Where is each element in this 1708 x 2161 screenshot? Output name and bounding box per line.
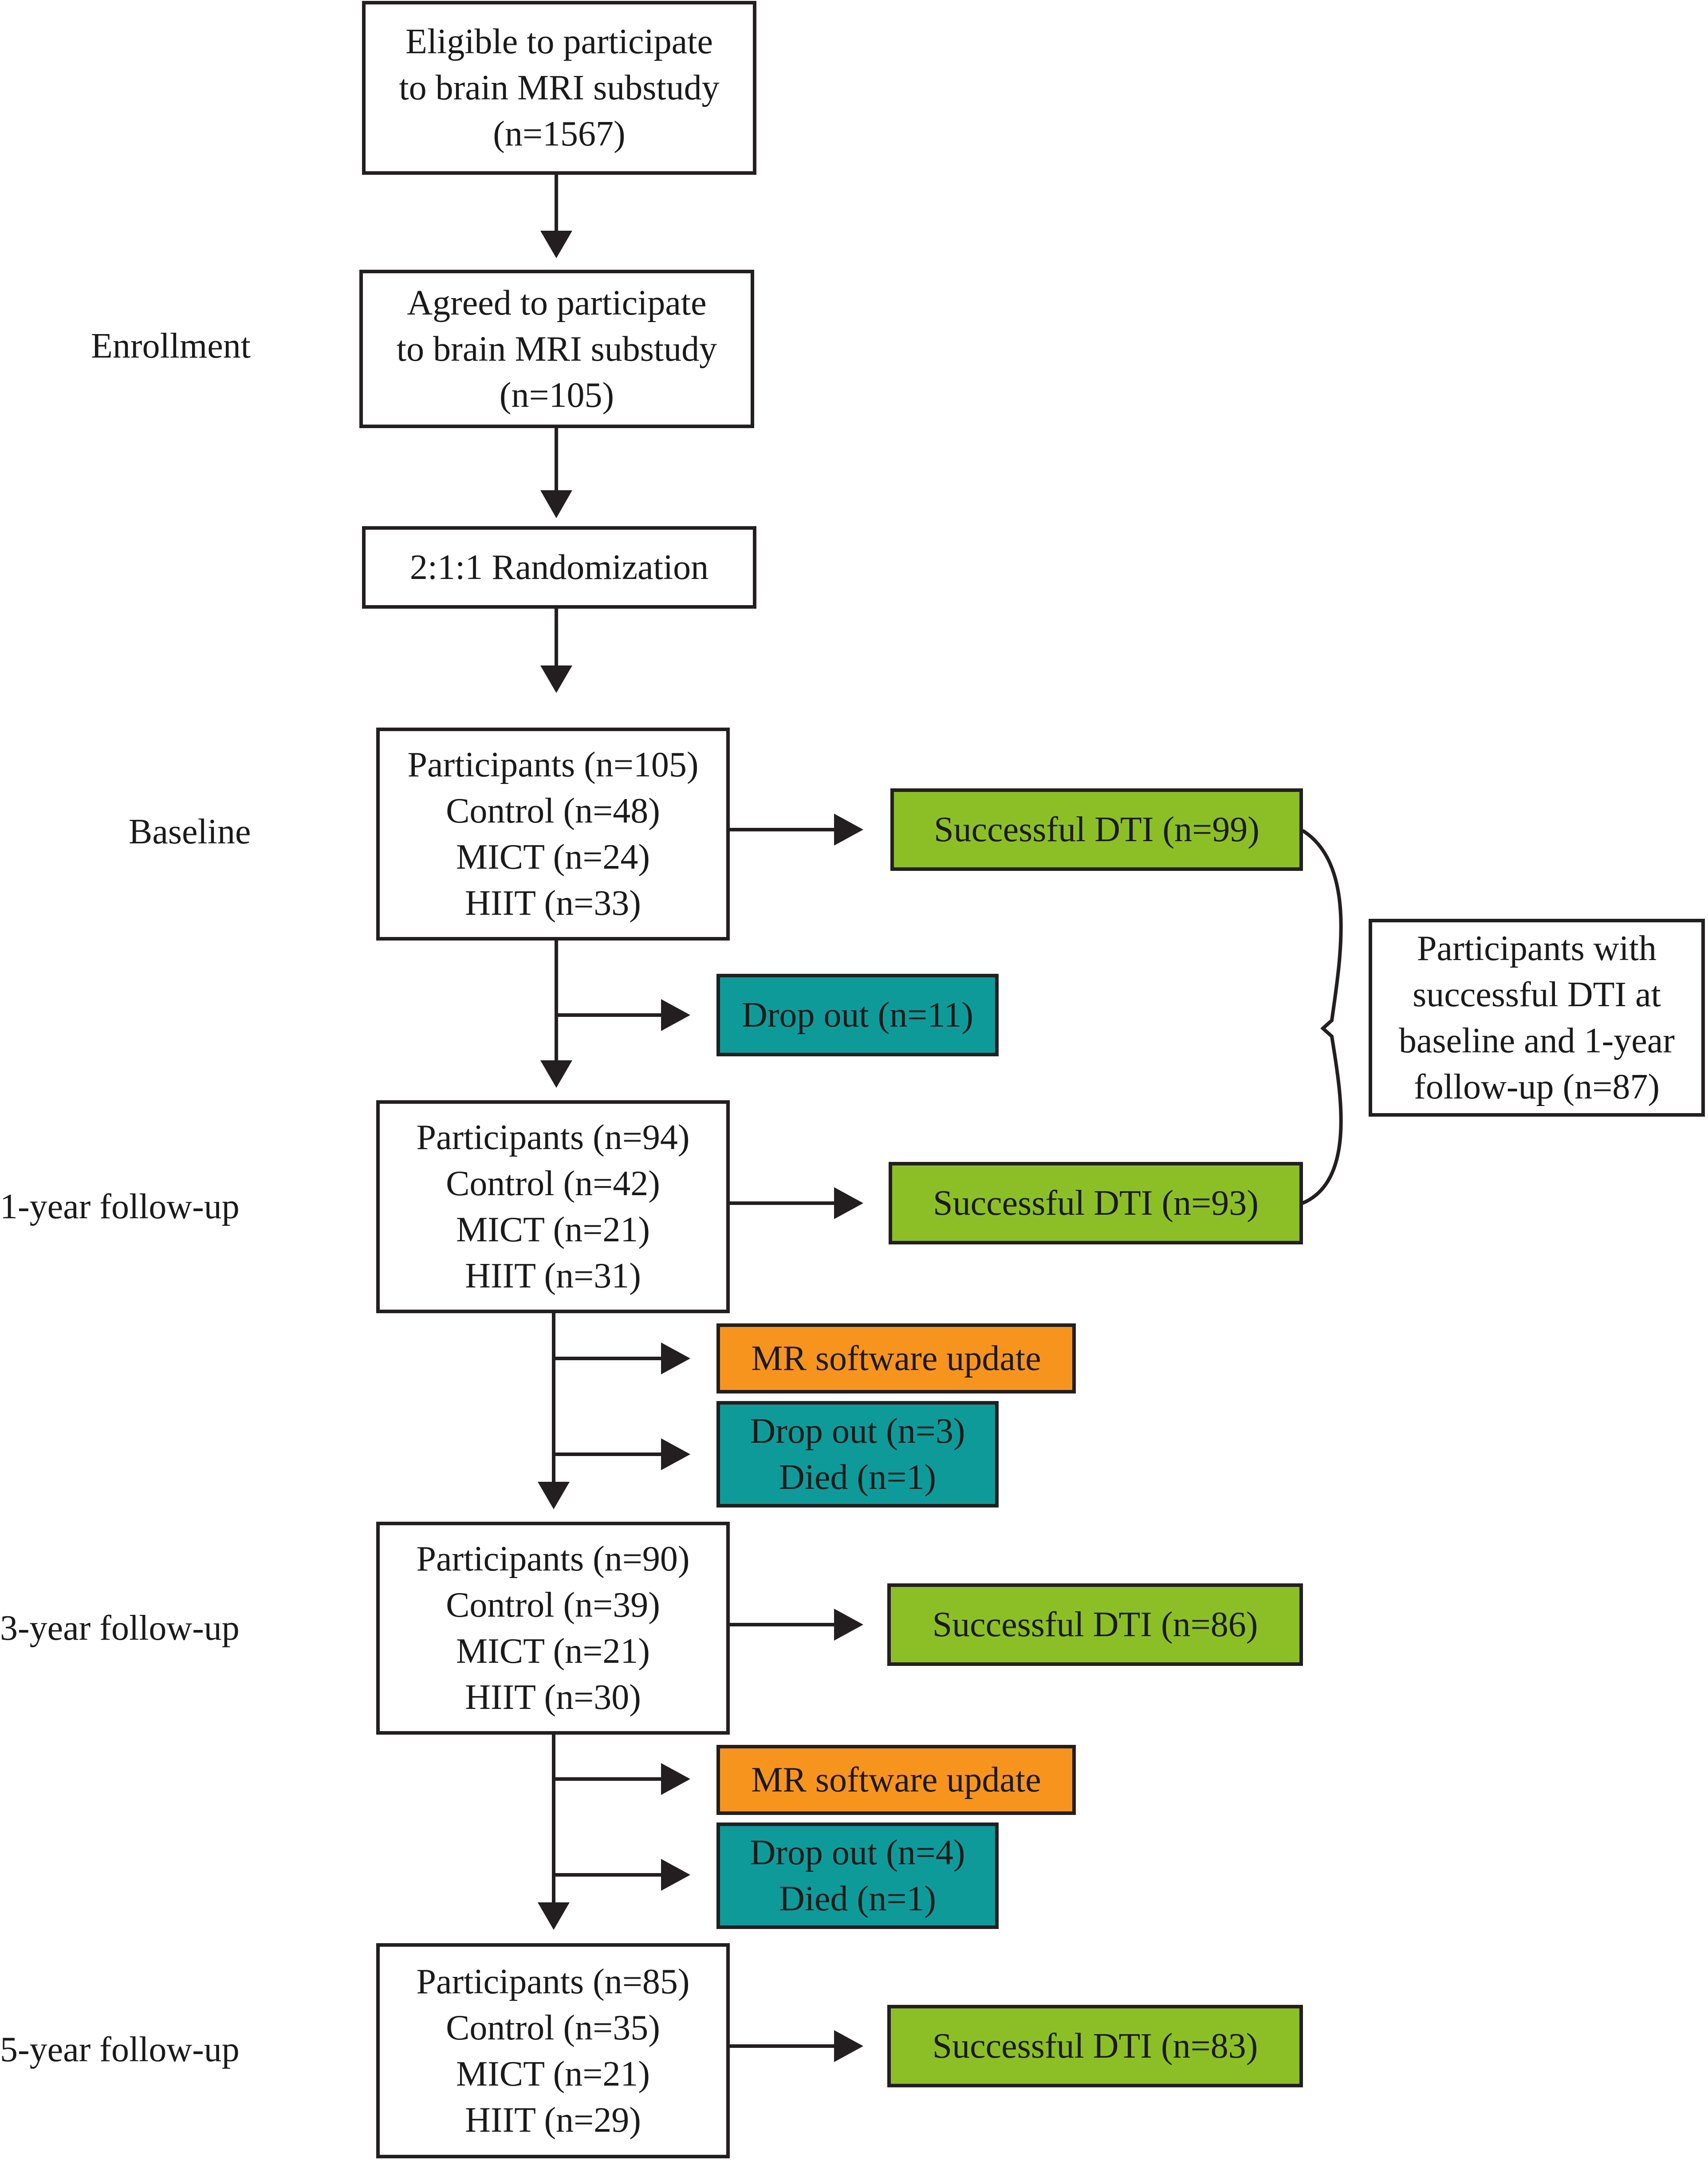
randomization-label: 2:1:1 Randomization (409, 548, 709, 587)
followup5-control: Control (n=35) (446, 2008, 660, 2047)
eligible-line-3: (n=1567) (493, 114, 626, 154)
agreed-line-2: to brain MRI substudy (396, 329, 717, 369)
dropout-2-line-2: Died (n=1) (779, 1458, 936, 1497)
mr-update-1-box: MR software update (716, 1323, 1076, 1393)
mr-update-2-box: MR software update (716, 1745, 1076, 1815)
followup5-hiit: HIIT (n=29) (465, 2100, 641, 2140)
baseline-participants: Participants (n=105) (407, 745, 699, 784)
dropout-3-line-2: Died (n=1) (779, 1879, 936, 1918)
followup5-dti-box: Successful DTI (n=83) (887, 2005, 1303, 2087)
arrowhead-2 (540, 490, 572, 518)
followup5-mict: MICT (n=21) (456, 2054, 650, 2094)
paired-dti-line-4: follow-up (n=87) (1414, 1067, 1660, 1106)
followup1-participants: Participants (n=94) (416, 1118, 690, 1157)
followup5-participants: Participants (n=85) (416, 1962, 690, 2001)
stage-label-1-year: 1-year follow-up (0, 1187, 240, 1226)
paired-dti-box: Participants with successful DTI at base… (1369, 919, 1705, 1117)
baseline-control: Control (n=48) (446, 791, 660, 831)
stage-label-3-year: 3-year follow-up (0, 1609, 240, 1648)
followup3-control: Control (n=39) (446, 1586, 660, 1625)
dropout-3-line-1: Drop out (n=4) (750, 1833, 965, 1872)
followup3-hiit: HIIT (n=30) (465, 1678, 641, 1717)
followup3-dti-box: Successful DTI (n=86) (887, 1583, 1303, 1666)
agreed-line-1: Agreed to participate (407, 283, 707, 323)
dropout-1-label: Drop out (n=11) (741, 996, 974, 1035)
followup1-hiit: HIIT (n=31) (465, 1256, 641, 1295)
arrowhead-7 (834, 1187, 863, 1219)
dropout-3-box: Drop out (n=4) Died (n=1) (716, 1822, 999, 1929)
baseline-participants-box: Participants (n=105) Control (n=48) MICT… (376, 728, 730, 941)
mr-update-2-label: MR software update (751, 1760, 1041, 1799)
agreed-box: Agreed to participate to brain MRI subst… (359, 270, 754, 428)
followup3-mict: MICT (n=21) (456, 1632, 650, 1671)
dropout-2-line-1: Drop out (n=3) (750, 1412, 965, 1451)
followup1-dti-box: Successful DTI (n=93) (889, 1162, 1303, 1244)
arrowhead-14 (538, 1902, 570, 1930)
followup3-dti-label: Successful DTI (n=86) (932, 1605, 1258, 1644)
followup1-mict: MICT (n=21) (456, 1210, 650, 1249)
eligible-line-1: Eligible to participate (405, 22, 713, 61)
baseline-hiit: HIIT (n=33) (465, 884, 641, 923)
randomization-box: 2:1:1 Randomization (362, 526, 756, 609)
stage-label-enrollment: Enrollment (91, 327, 251, 366)
followup5-participants-box: Participants (n=85) Control (n=35) MICT … (376, 1943, 730, 2158)
followup1-participants-box: Participants (n=94) Control (n=42) MICT … (376, 1100, 730, 1313)
arrowhead-5 (661, 999, 690, 1031)
stage-label-5-year: 5-year follow-up (0, 2030, 240, 2069)
arrowhead-9 (661, 1438, 690, 1470)
eligible-line-2: to brain MRI substudy (399, 68, 720, 107)
brace-bracket (1301, 829, 1343, 1205)
mr-update-1-label: MR software update (751, 1339, 1041, 1378)
agreed-line-3: (n=105) (499, 375, 614, 415)
arrowhead-12 (661, 1763, 690, 1795)
followup1-control: Control (n=42) (446, 1164, 660, 1203)
arrowhead-3 (540, 665, 572, 693)
arrowhead-6 (834, 814, 863, 846)
dropout-1-box: Drop out (n=11) (716, 974, 999, 1056)
dropout-2-box: Drop out (n=3) Died (n=1) (716, 1401, 999, 1508)
baseline-dti-label: Successful DTI (n=99) (934, 810, 1259, 849)
baseline-mict: MICT (n=24) (456, 838, 650, 877)
paired-dti-line-2: successful DTI at (1413, 975, 1661, 1014)
paired-dti-line-1: Participants with (1417, 929, 1657, 968)
followup3-participants: Participants (n=90) (416, 1539, 690, 1578)
arrowhead-4 (540, 1060, 572, 1088)
paired-dti-line-3: baseline and 1-year (1399, 1021, 1675, 1060)
arrowhead-8 (661, 1342, 690, 1374)
followup3-participants-box: Participants (n=90) Control (n=39) MICT … (376, 1522, 730, 1735)
arrowhead-1 (540, 231, 572, 258)
followup1-dti-label: Successful DTI (n=93) (933, 1184, 1259, 1223)
arrowhead-13 (661, 1859, 690, 1891)
arrowhead-11 (834, 1609, 863, 1641)
eligible-box: Eligible to participate to brain MRI sub… (362, 1, 756, 175)
followup5-dti-label: Successful DTI (n=83) (932, 2027, 1258, 2066)
arrowhead-10 (538, 1482, 570, 1509)
stage-label-baseline: Baseline (129, 812, 251, 851)
arrowhead-15 (834, 2030, 863, 2062)
baseline-dti-box: Successful DTI (n=99) (890, 788, 1303, 871)
